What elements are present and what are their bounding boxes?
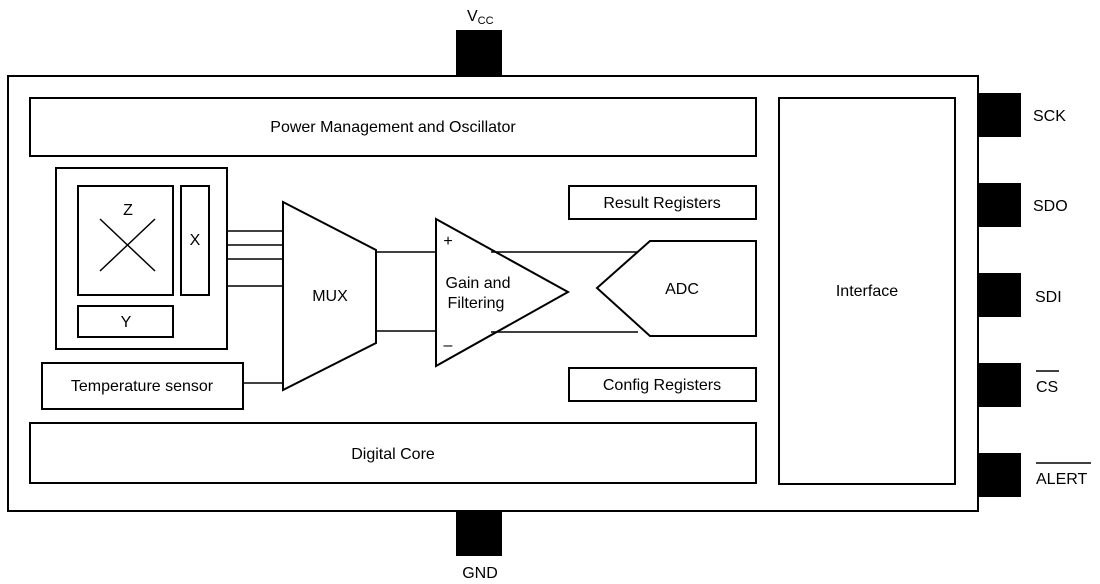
amp-minus-label: –	[444, 337, 453, 354]
alert-label: ALERT	[1036, 471, 1088, 488]
sdi-pin	[977, 273, 1021, 317]
power-management-label: Power Management and Oscillator	[270, 119, 516, 136]
adc-label: ADC	[665, 281, 699, 298]
result-registers-block	[568, 185, 757, 220]
cs-label: CS	[1036, 379, 1058, 396]
gain-filtering-amplifier	[435, 217, 571, 368]
sensor-x-box	[180, 185, 210, 296]
sensor-z-label: Z	[123, 202, 133, 219]
gain-label-line2: Filtering	[448, 295, 505, 312]
sck-label: SCK	[1033, 108, 1066, 125]
gnd-label: GND	[462, 565, 498, 582]
gain-label-line1: Gain and	[446, 275, 511, 292]
config-registers-label: Config Registers	[603, 377, 721, 394]
sensor-z-box	[77, 185, 174, 296]
sensor-x-label: X	[190, 232, 201, 249]
interface-block	[778, 97, 956, 485]
sdo-label: SDO	[1033, 198, 1068, 215]
interface-label: Interface	[836, 283, 898, 300]
sdo-pin	[977, 183, 1021, 227]
alert-pin	[977, 453, 1021, 497]
config-registers-block	[568, 367, 757, 402]
vcc-label: VCC	[467, 8, 494, 27]
cs-pin	[977, 363, 1021, 407]
vcc-pin	[456, 30, 502, 77]
temperature-sensor-label: Temperature sensor	[71, 378, 214, 395]
temperature-sensor-block	[41, 362, 244, 410]
amp-plus-label: +	[443, 233, 452, 250]
digital-core-block	[29, 422, 757, 484]
mux-label: MUX	[312, 288, 348, 305]
power-management-block	[29, 97, 757, 157]
sdi-label: SDI	[1035, 289, 1062, 306]
sensor-y-box	[77, 305, 174, 338]
adc-block	[595, 240, 757, 337]
result-registers-label: Result Registers	[603, 195, 720, 212]
gnd-pin	[456, 510, 502, 556]
digital-core-label: Digital Core	[351, 446, 435, 463]
sensor-y-label: Y	[121, 314, 132, 331]
sck-pin	[977, 93, 1021, 137]
sensor-z-cross-b	[99, 218, 156, 272]
mux-block	[282, 200, 377, 392]
